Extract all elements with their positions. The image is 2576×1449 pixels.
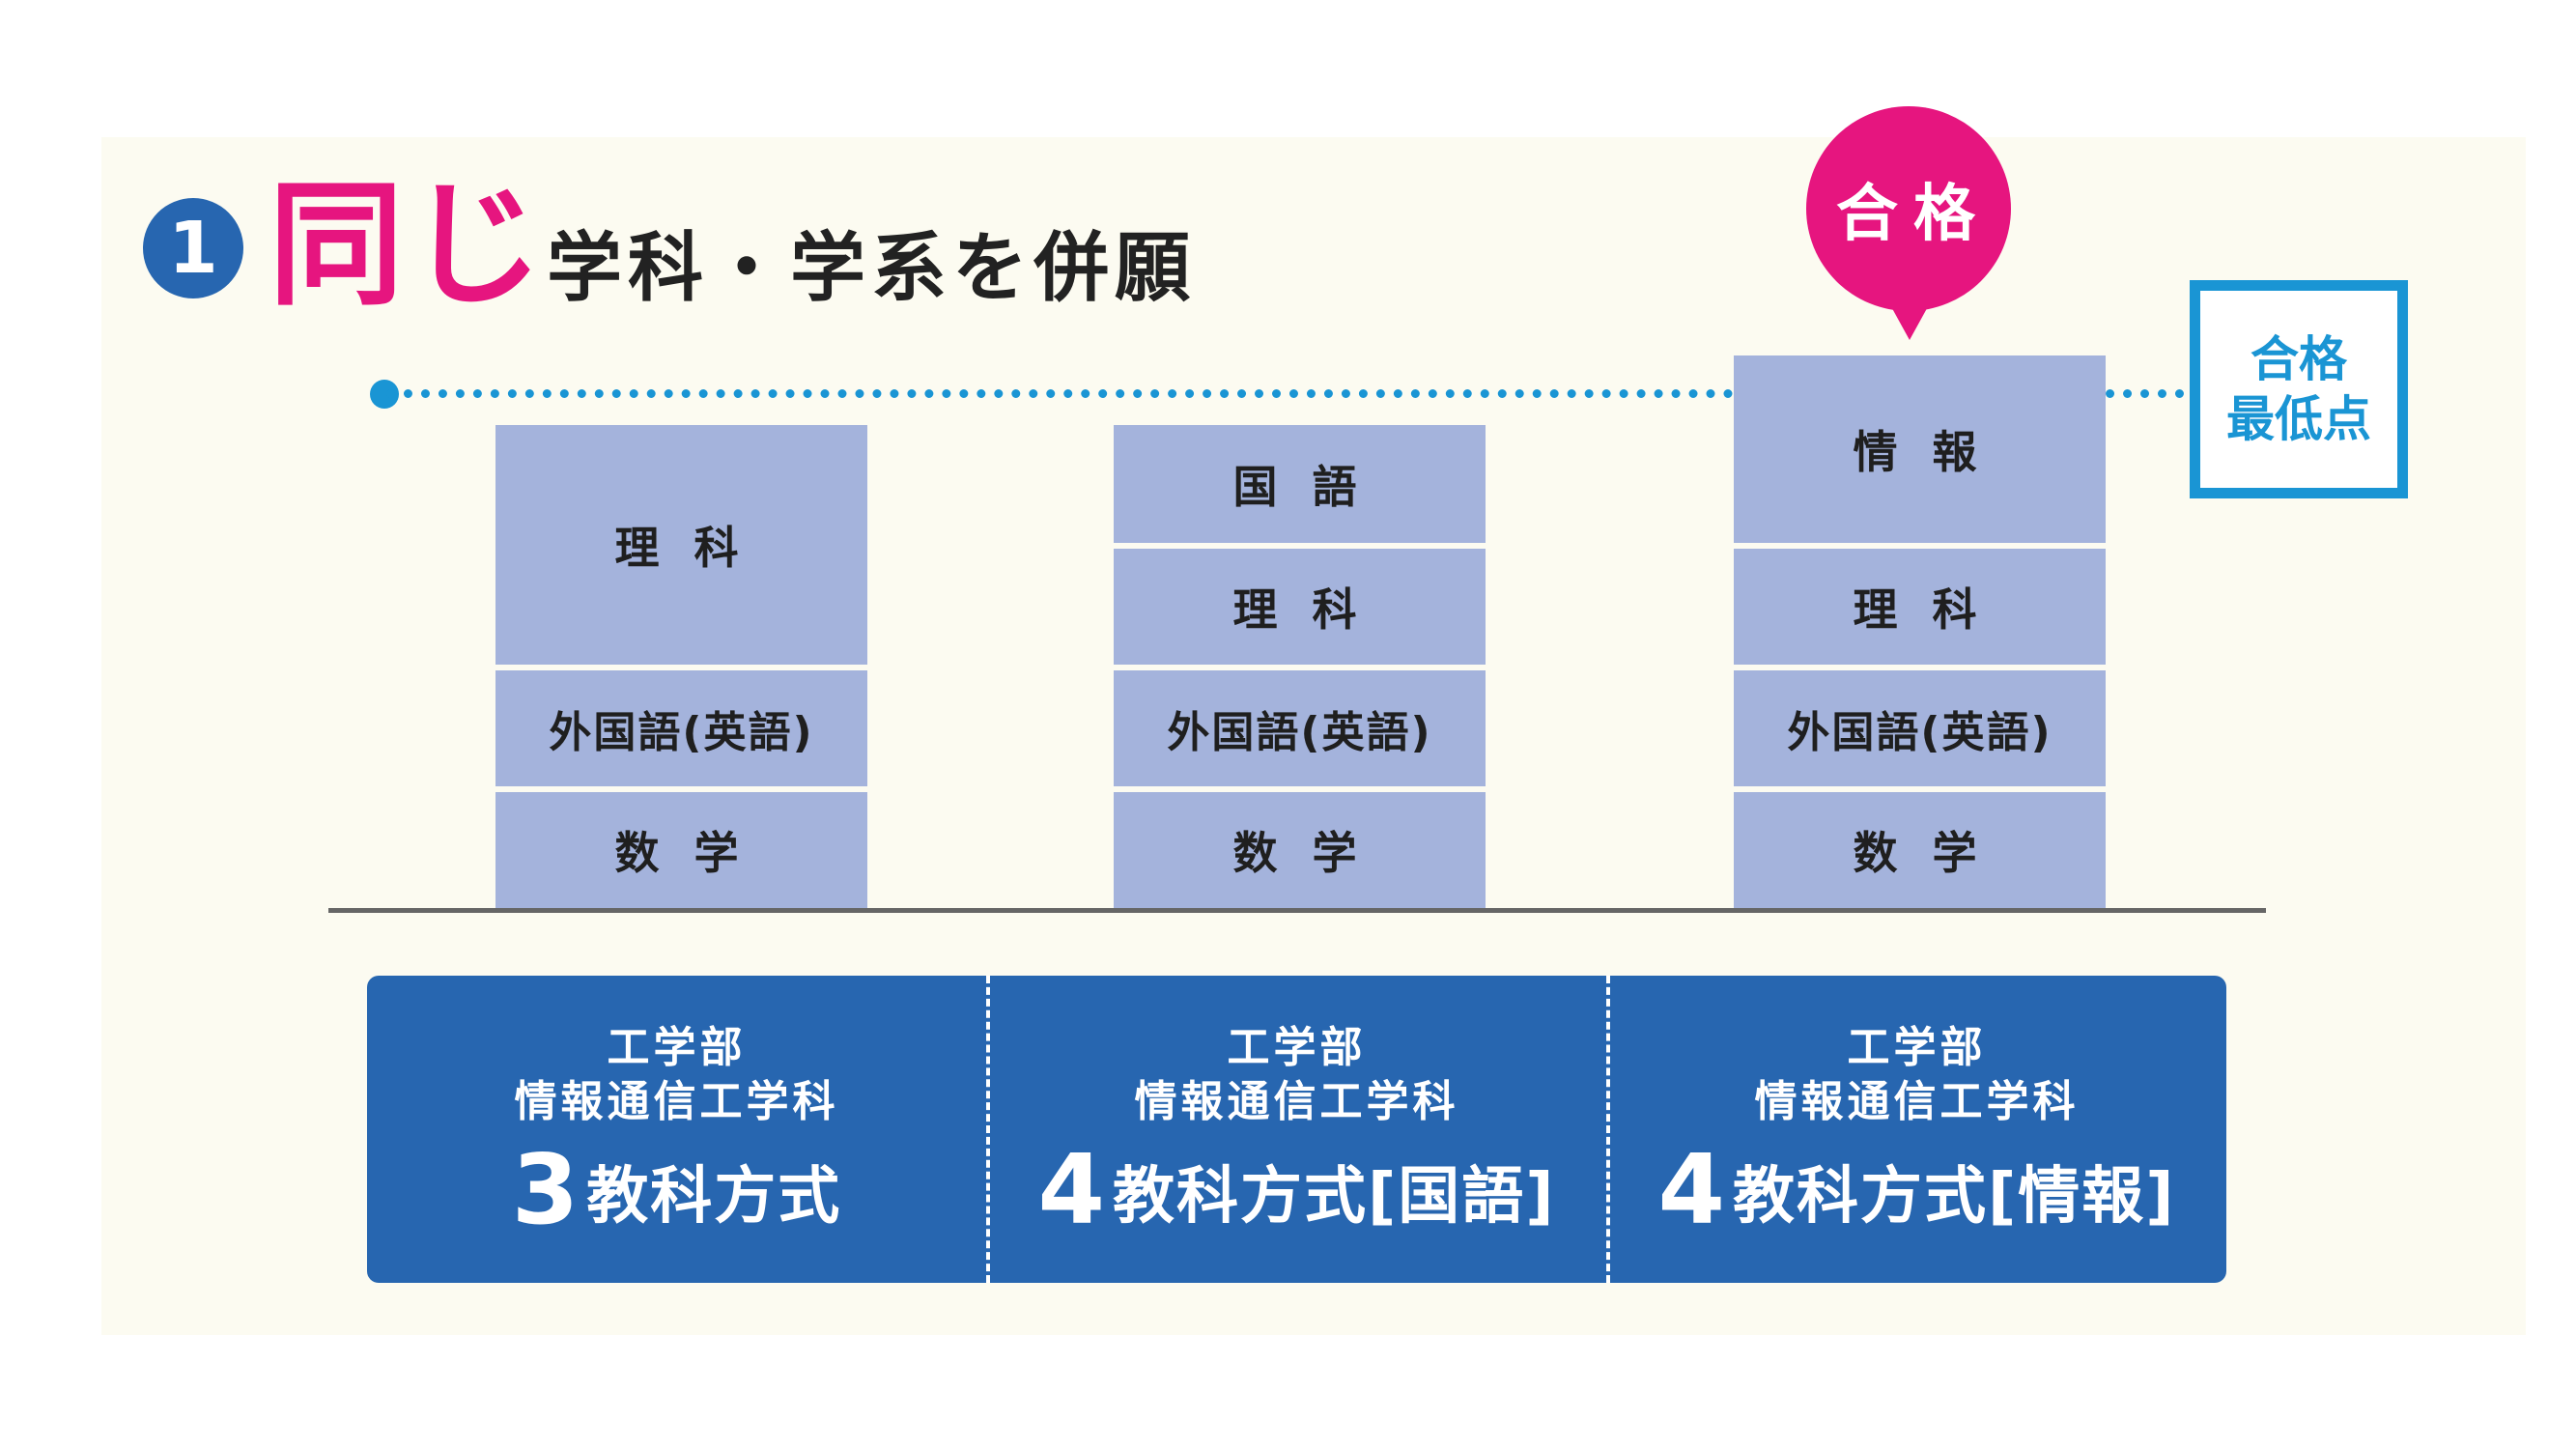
method-count: 4 (1657, 1133, 1728, 1246)
method-name: 3教科方式 (367, 1142, 986, 1245)
method-department: 情報通信工学科 (1134, 1077, 1459, 1126)
title-emphasis: 同じ (269, 167, 548, 325)
method-cell: 工学部 情報通信工学科 4教科方式[国語] (987, 976, 1606, 1283)
method-count: 4 (1037, 1133, 1108, 1246)
method-cell: 工学部 情報通信工学科 4教科方式[情報] (1607, 976, 2226, 1283)
min-score-label-line1: 合格 (2250, 331, 2347, 387)
title-text: 学科・学系を併願 (547, 225, 1197, 312)
exam-methods-bar: 工学部 情報通信工学科 3教科方式 工学部 情報通信工学科 4教科方式[国語] … (367, 976, 2226, 1283)
subject-block: 数 学 (1734, 792, 2106, 908)
pass-badge-pointer (1888, 301, 1931, 340)
min-score-label: 合格 最低点 (2190, 280, 2408, 498)
subject-block: 国 語 (1114, 425, 1486, 543)
subject-block: 理 科 (1734, 549, 2106, 665)
method-faculty: 工学部 (1847, 1023, 1987, 1072)
section-number: 1 (143, 198, 243, 298)
method-label: 教科方式 (586, 1161, 842, 1233)
subject-block: 数 学 (495, 792, 867, 908)
method-department: 情報通信工学科 (514, 1077, 839, 1126)
method-count: 3 (511, 1133, 581, 1246)
divider (1606, 976, 1610, 1283)
method-faculty: 工学部 (1227, 1023, 1367, 1072)
divider (986, 976, 990, 1283)
method-department: 情報通信工学科 (1754, 1077, 2080, 1126)
subject-block: 外国語(英語) (1114, 670, 1486, 786)
subject-block: 理 科 (495, 425, 867, 665)
subject-block: 情 報 (1734, 355, 2106, 543)
method-faculty: 工学部 (607, 1023, 747, 1072)
baseline (328, 908, 2266, 913)
pass-badge: 合格 (1806, 106, 2011, 311)
subject-block: 理 科 (1114, 549, 1486, 665)
subject-block: 外国語(英語) (495, 670, 867, 786)
min-score-label-line2: 最低点 (2226, 391, 2371, 447)
method-label: 教科方式[国語] (1113, 1161, 1556, 1233)
min-score-line (386, 389, 2202, 398)
method-cell: 工学部 情報通信工学科 3教科方式 (367, 976, 986, 1283)
method-name: 4教科方式[情報] (1607, 1142, 2226, 1245)
method-name: 4教科方式[国語] (987, 1142, 1606, 1245)
subject-block: 外国語(英語) (1734, 670, 2106, 786)
method-label: 教科方式[情報] (1733, 1161, 2176, 1233)
subject-block: 数 学 (1114, 792, 1486, 908)
